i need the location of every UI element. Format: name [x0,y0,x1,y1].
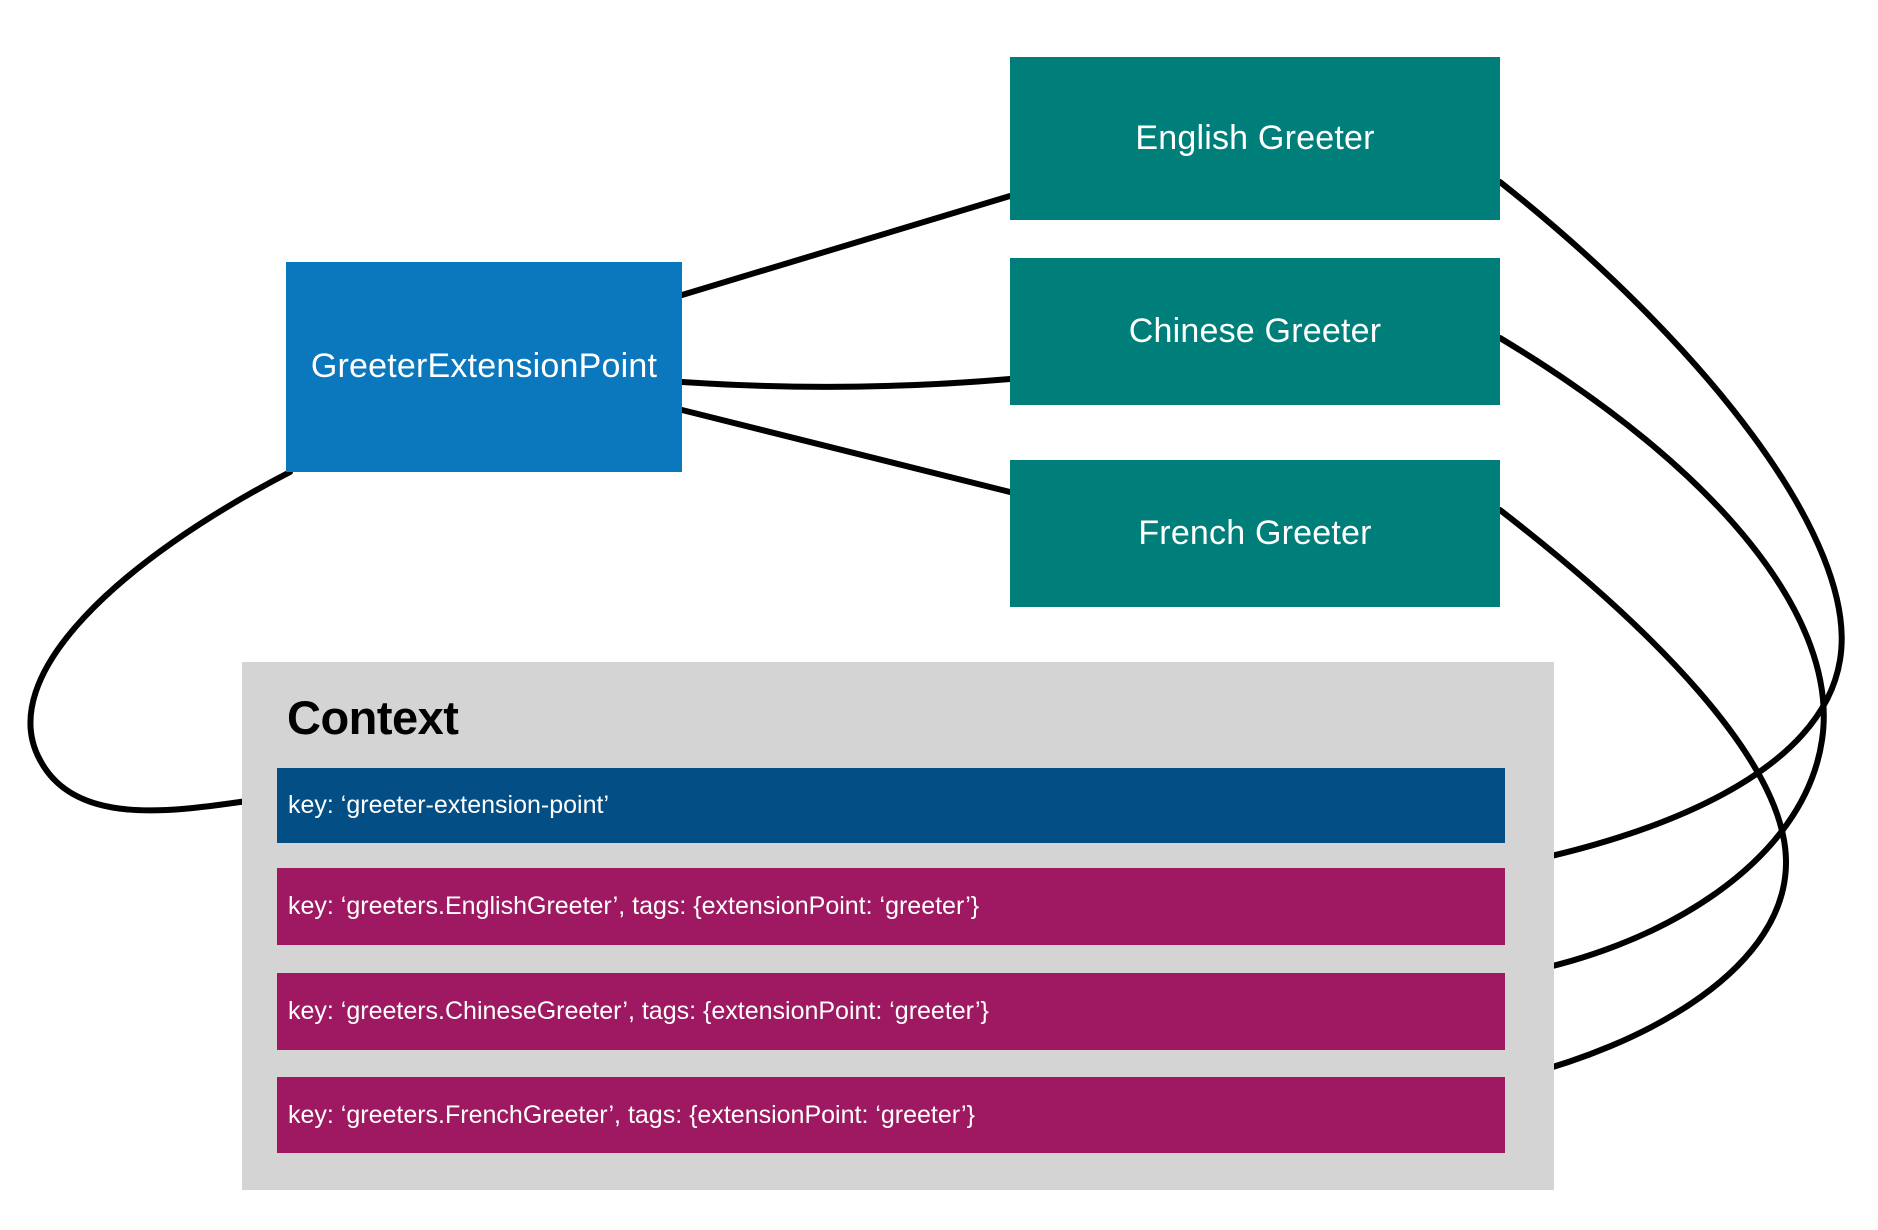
node-greeter-extension-point[interactable]: GreeterExtensionPoint [286,262,682,472]
edge-extpoint-chinese [679,376,1013,390]
node-chinese-greeter[interactable]: Chinese Greeter [1010,258,1500,405]
context-row-english-greeter[interactable]: key: ‘greeters.EnglishGreeter’, tags: {e… [277,868,1505,945]
context-row-label: key: ‘greeters.ChineseGreeter’, tags: {e… [288,997,989,1025]
context-row-label: key: ‘greeter-extension-point’ [288,791,609,819]
edge-extpoint-french [679,407,1013,495]
node-label-extension-point: GreeterExtensionPoint [310,347,658,386]
node-label-french-greeter: French Greeter [1138,513,1372,552]
context-row-label: key: ‘greeters.EnglishGreeter’, tags: {e… [288,892,980,920]
node-french-greeter[interactable]: French Greeter [1010,460,1500,607]
node-label-english-greeter: English Greeter [1135,118,1375,157]
node-label-chinese-greeter: Chinese Greeter [1128,311,1382,350]
context-row-french-greeter[interactable]: key: ‘greeters.FrenchGreeter’, tags: {ex… [277,1077,1505,1153]
context-panel-title: Context [287,691,459,744]
node-english-greeter[interactable]: English Greeter [1010,57,1500,220]
context-row-chinese-greeter[interactable]: key: ‘greeters.ChineseGreeter’, tags: {e… [277,973,1505,1050]
context-row-label: key: ‘greeters.FrenchGreeter’, tags: {ex… [288,1100,975,1129]
context-row-extension-point[interactable]: key: ‘greeter-extension-point’ [277,768,1505,843]
edge-extpoint-english [679,193,1013,298]
